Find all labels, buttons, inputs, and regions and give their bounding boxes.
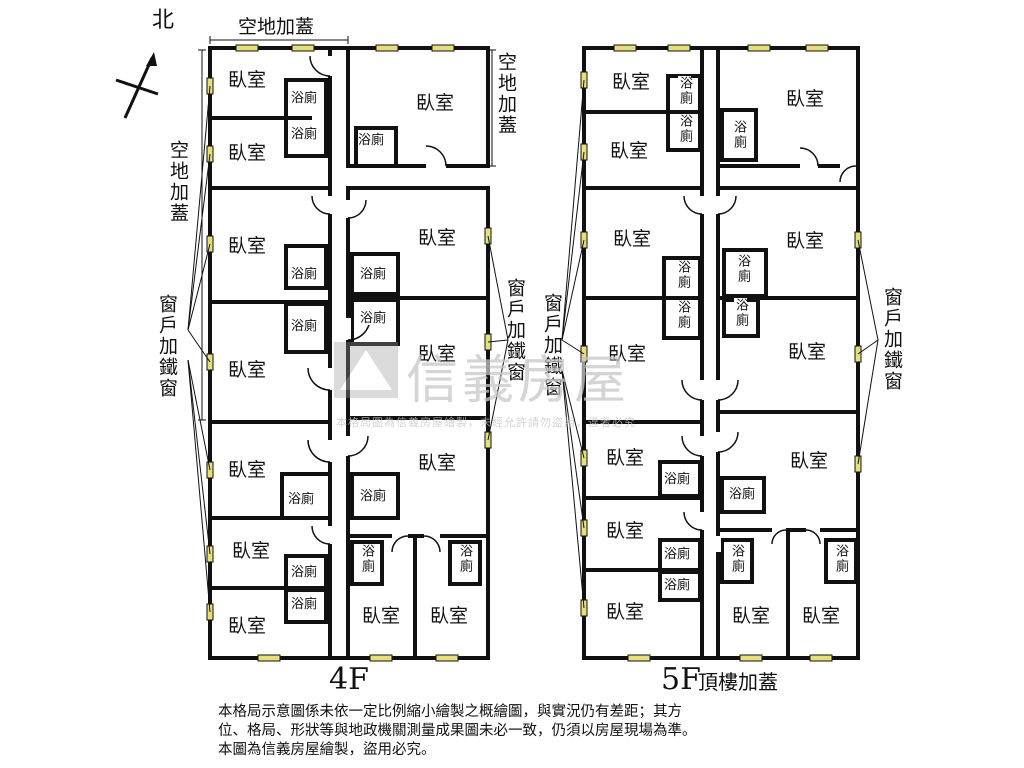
room-5f-5: 臥室 [786, 230, 825, 252]
bath-5f-4: 浴廁 [675, 260, 690, 290]
extension-top-label: 空地加蓋 [238, 16, 315, 38]
room-4f-9: 臥室 [418, 452, 457, 474]
bath-4f-4: 浴廁 [291, 267, 318, 282]
watermark-logo-icon [334, 342, 398, 398]
bath-4f-7: 浴廁 [360, 311, 387, 326]
room-4f-7: 臥室 [418, 343, 457, 365]
bath-5f-11: 浴廁 [664, 578, 691, 593]
bath-4f-13: 浴廁 [291, 597, 318, 612]
room-4f-1: 臥室 [228, 69, 267, 91]
watermark-notice: 本格局圖為信義房屋繪製，未經允許請勿盜用，違者必究 [336, 416, 636, 429]
bath-4f-9: 浴廁 [360, 489, 387, 504]
bath-4f-8: 浴廁 [288, 492, 315, 507]
bath-4f-6: 浴廁 [360, 267, 387, 282]
floor-5f-doors [699, 163, 856, 552]
room-5f-3: 臥室 [786, 88, 825, 110]
room-4f-2: 臥室 [228, 142, 267, 164]
floor-4f-dimension-lines [187, 36, 509, 613]
room-5f-8: 臥室 [606, 447, 645, 469]
room-5f-9: 臥室 [790, 450, 829, 472]
bath-5f-8: 浴廁 [664, 472, 691, 487]
bath-4f-10: 浴廁 [291, 565, 318, 580]
room-4f-3: 臥室 [416, 92, 455, 114]
room-4f-13: 臥室 [430, 605, 469, 627]
room-5f-12: 臥室 [732, 605, 771, 627]
window-bars-label-5f-left: 窗戶加鐵窗 [541, 293, 563, 398]
watermark-brand: 信義房屋 [406, 351, 631, 411]
north-label: 北 [152, 8, 175, 33]
extension-left-label: 空地加蓋 [167, 140, 189, 224]
roof-extension-label: 頂樓加蓋 [698, 670, 778, 694]
bath-5f-2: 浴廁 [677, 114, 692, 144]
window-bars-label-4f-right: 窗戶加鐵窗 [504, 278, 526, 383]
floor-4f-doors [312, 56, 446, 544]
floor-4f-label: 4F [329, 662, 369, 697]
bath-4f-2: 浴廁 [291, 127, 318, 142]
room-5f-4: 臥室 [613, 228, 652, 250]
disclaimer-line-2: 位、格局、形狀等與地政機關測量成果圖未必一致，仍須以房屋現場為準。 [218, 723, 697, 739]
bath-5f-5: 浴廁 [675, 300, 690, 330]
north-arrow-icon [115, 52, 159, 119]
room-4f-11: 臥室 [228, 615, 267, 637]
bath-4f-5: 浴廁 [291, 319, 318, 334]
bath-4f-3: 浴廁 [358, 133, 385, 148]
bath-5f-13: 浴廁 [833, 544, 848, 574]
room-5f-10: 臥室 [606, 520, 645, 542]
room-4f-4: 臥室 [228, 235, 267, 257]
disclaimer-line-3: 本圖為信義房屋繪製，盜用必究。 [218, 742, 436, 758]
bath-5f-10: 浴廁 [664, 547, 691, 562]
bath-5f-7: 浴廁 [733, 298, 748, 328]
room-4f-8: 臥室 [228, 459, 267, 481]
window-bars-label-4f-left: 窗戶加鐵窗 [156, 294, 178, 399]
floor-5f-door-arcs [681, 147, 857, 545]
room-5f-7: 臥室 [788, 341, 827, 363]
room-4f-12: 臥室 [362, 605, 401, 627]
bath-4f-12: 浴廁 [457, 544, 472, 574]
floor-5f-label: 5F [661, 662, 701, 697]
room-5f-2: 臥室 [610, 140, 649, 162]
bath-5f-9: 浴廁 [729, 487, 756, 502]
room-4f-10: 臥室 [232, 540, 271, 562]
bath-4f-11: 浴廁 [359, 544, 374, 574]
bath-5f-12: 浴廁 [729, 544, 744, 574]
room-4f-6: 臥室 [228, 359, 267, 381]
room-4f-5: 臥室 [418, 227, 457, 249]
bath-5f-1: 浴廁 [677, 76, 692, 106]
window-bars-label-5f-right: 窗戶加鐵窗 [881, 287, 903, 392]
room-5f-11: 臥室 [606, 601, 645, 623]
bath-5f-3: 浴廁 [731, 120, 746, 150]
room-5f-6: 臥室 [608, 343, 647, 365]
room-5f-1: 臥室 [612, 71, 651, 93]
bath-4f-1: 浴廁 [291, 91, 318, 106]
extension-right-label: 空地加蓋 [495, 52, 517, 136]
bath-5f-6: 浴廁 [735, 254, 750, 284]
floor-5f-leader-lines [561, 79, 879, 609]
disclaimer-line-1: 本格局示意圖係未依一定比例縮小繪製之概繪圖，與實況仍有差距；其方 [218, 704, 682, 720]
floor-4f-door-arcs [307, 55, 447, 553]
room-5f-13: 臥室 [802, 605, 841, 627]
disclaimer-text: 本格局示意圖係未依一定比例縮小繪製之概繪圖，與實況仍有差距；其方 位、格局、形狀… [218, 703, 818, 760]
